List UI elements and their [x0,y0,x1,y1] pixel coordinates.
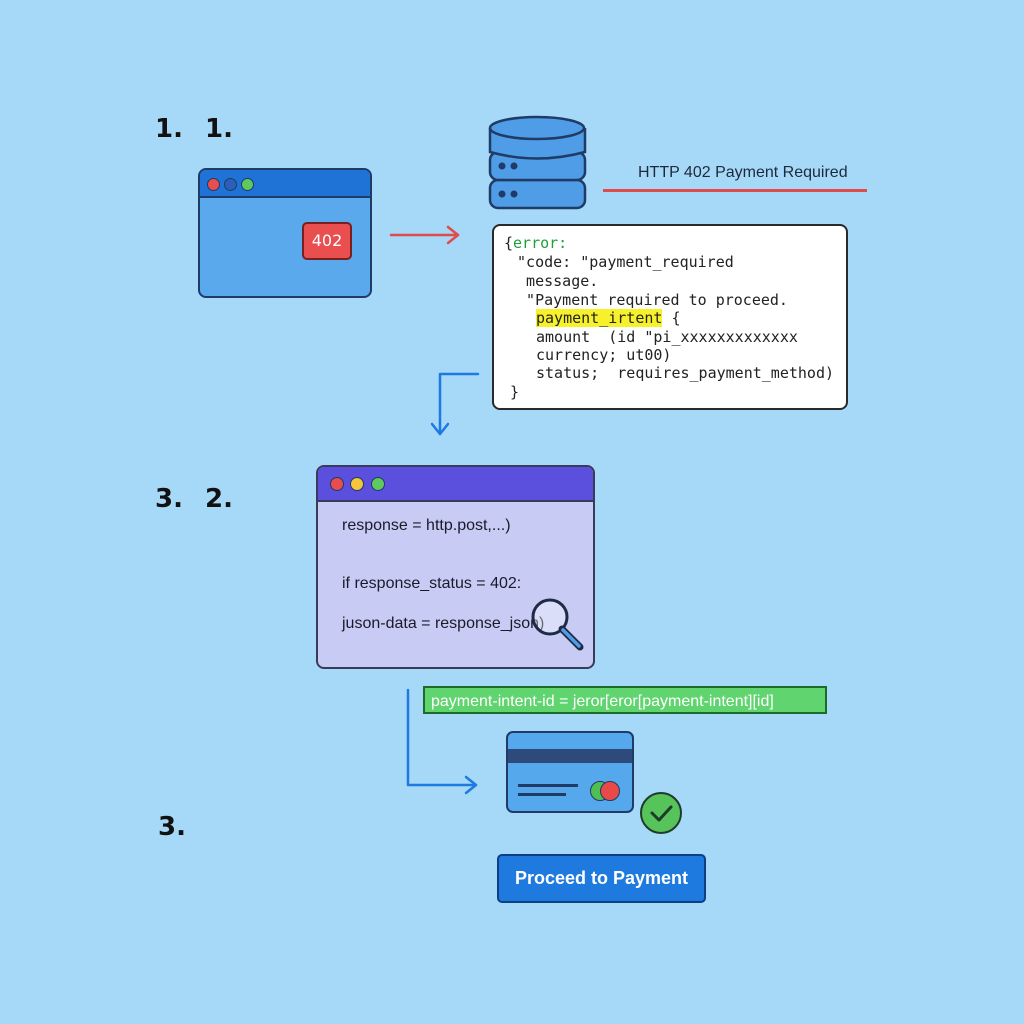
card-logo-red [600,781,620,801]
code-line-3: juson-data = response_json) [342,615,545,632]
json-line: amount (id "pi_xxxxxxxxxxxxx [536,328,798,346]
code-line-2: if response_status = 402: [342,575,522,592]
json-line: "Payment required to proceed. [508,291,788,309]
json-key-error: error: [513,234,568,252]
proceed-to-payment-button[interactable]: Proceed to Payment [497,854,706,903]
json-brace: { [504,234,514,252]
check-mark-icon [650,805,673,822]
card-number-line [518,784,578,787]
card-stripe [508,749,632,763]
check-circle-icon [640,792,682,834]
maximize-dot-icon [371,477,385,491]
card-name-line [518,793,566,796]
step-number-3b: 3. [158,812,186,842]
editor-title-bar [318,467,593,502]
code-editor-window: response = http.post,...) if response_st… [316,465,595,669]
magnifier-icon [531,598,584,651]
client-browser-window: 402 [198,168,372,298]
step-number-1a: 1. [155,114,183,144]
browser-title-bar [200,170,370,198]
close-dot-icon [207,178,220,191]
json-line: {error: [504,234,567,252]
step-number-2: 2. [205,484,233,514]
json-line: payment_irtent { [536,309,681,327]
code-line-1: response = http.post,...) [342,517,511,534]
arrow-down-icon [430,372,480,436]
step-number-3a: 3. [155,484,183,514]
json-line: message. [508,272,599,290]
maximize-dot-icon [241,178,254,191]
json-line: currency; ut00) [536,346,672,364]
minimize-dot-icon [224,178,237,191]
json-response-box: {error: "code: "payment_required message… [492,224,848,410]
json-line: "code: "payment_required [508,253,734,271]
json-line: } [510,383,520,401]
extract-intent-id-line: payment-intent-id = jeror[eror[payment-i… [423,686,827,714]
step-number-1b: 1. [205,114,233,144]
database-icon [488,115,587,210]
credit-card-icon [506,731,634,813]
json-brace: { [662,309,681,327]
arrow-corner-right-icon [406,688,478,795]
label-underline [603,189,867,192]
status-badge: 402 [302,222,352,260]
minimize-dot-icon [350,477,364,491]
json-line: status; requires_payment_method) [536,364,835,382]
arrow-right-icon [389,225,460,245]
highlighted-key: payment_irtent [536,309,663,327]
http-status-label: HTTP 402 Payment Required [638,164,848,181]
close-dot-icon [330,477,344,491]
